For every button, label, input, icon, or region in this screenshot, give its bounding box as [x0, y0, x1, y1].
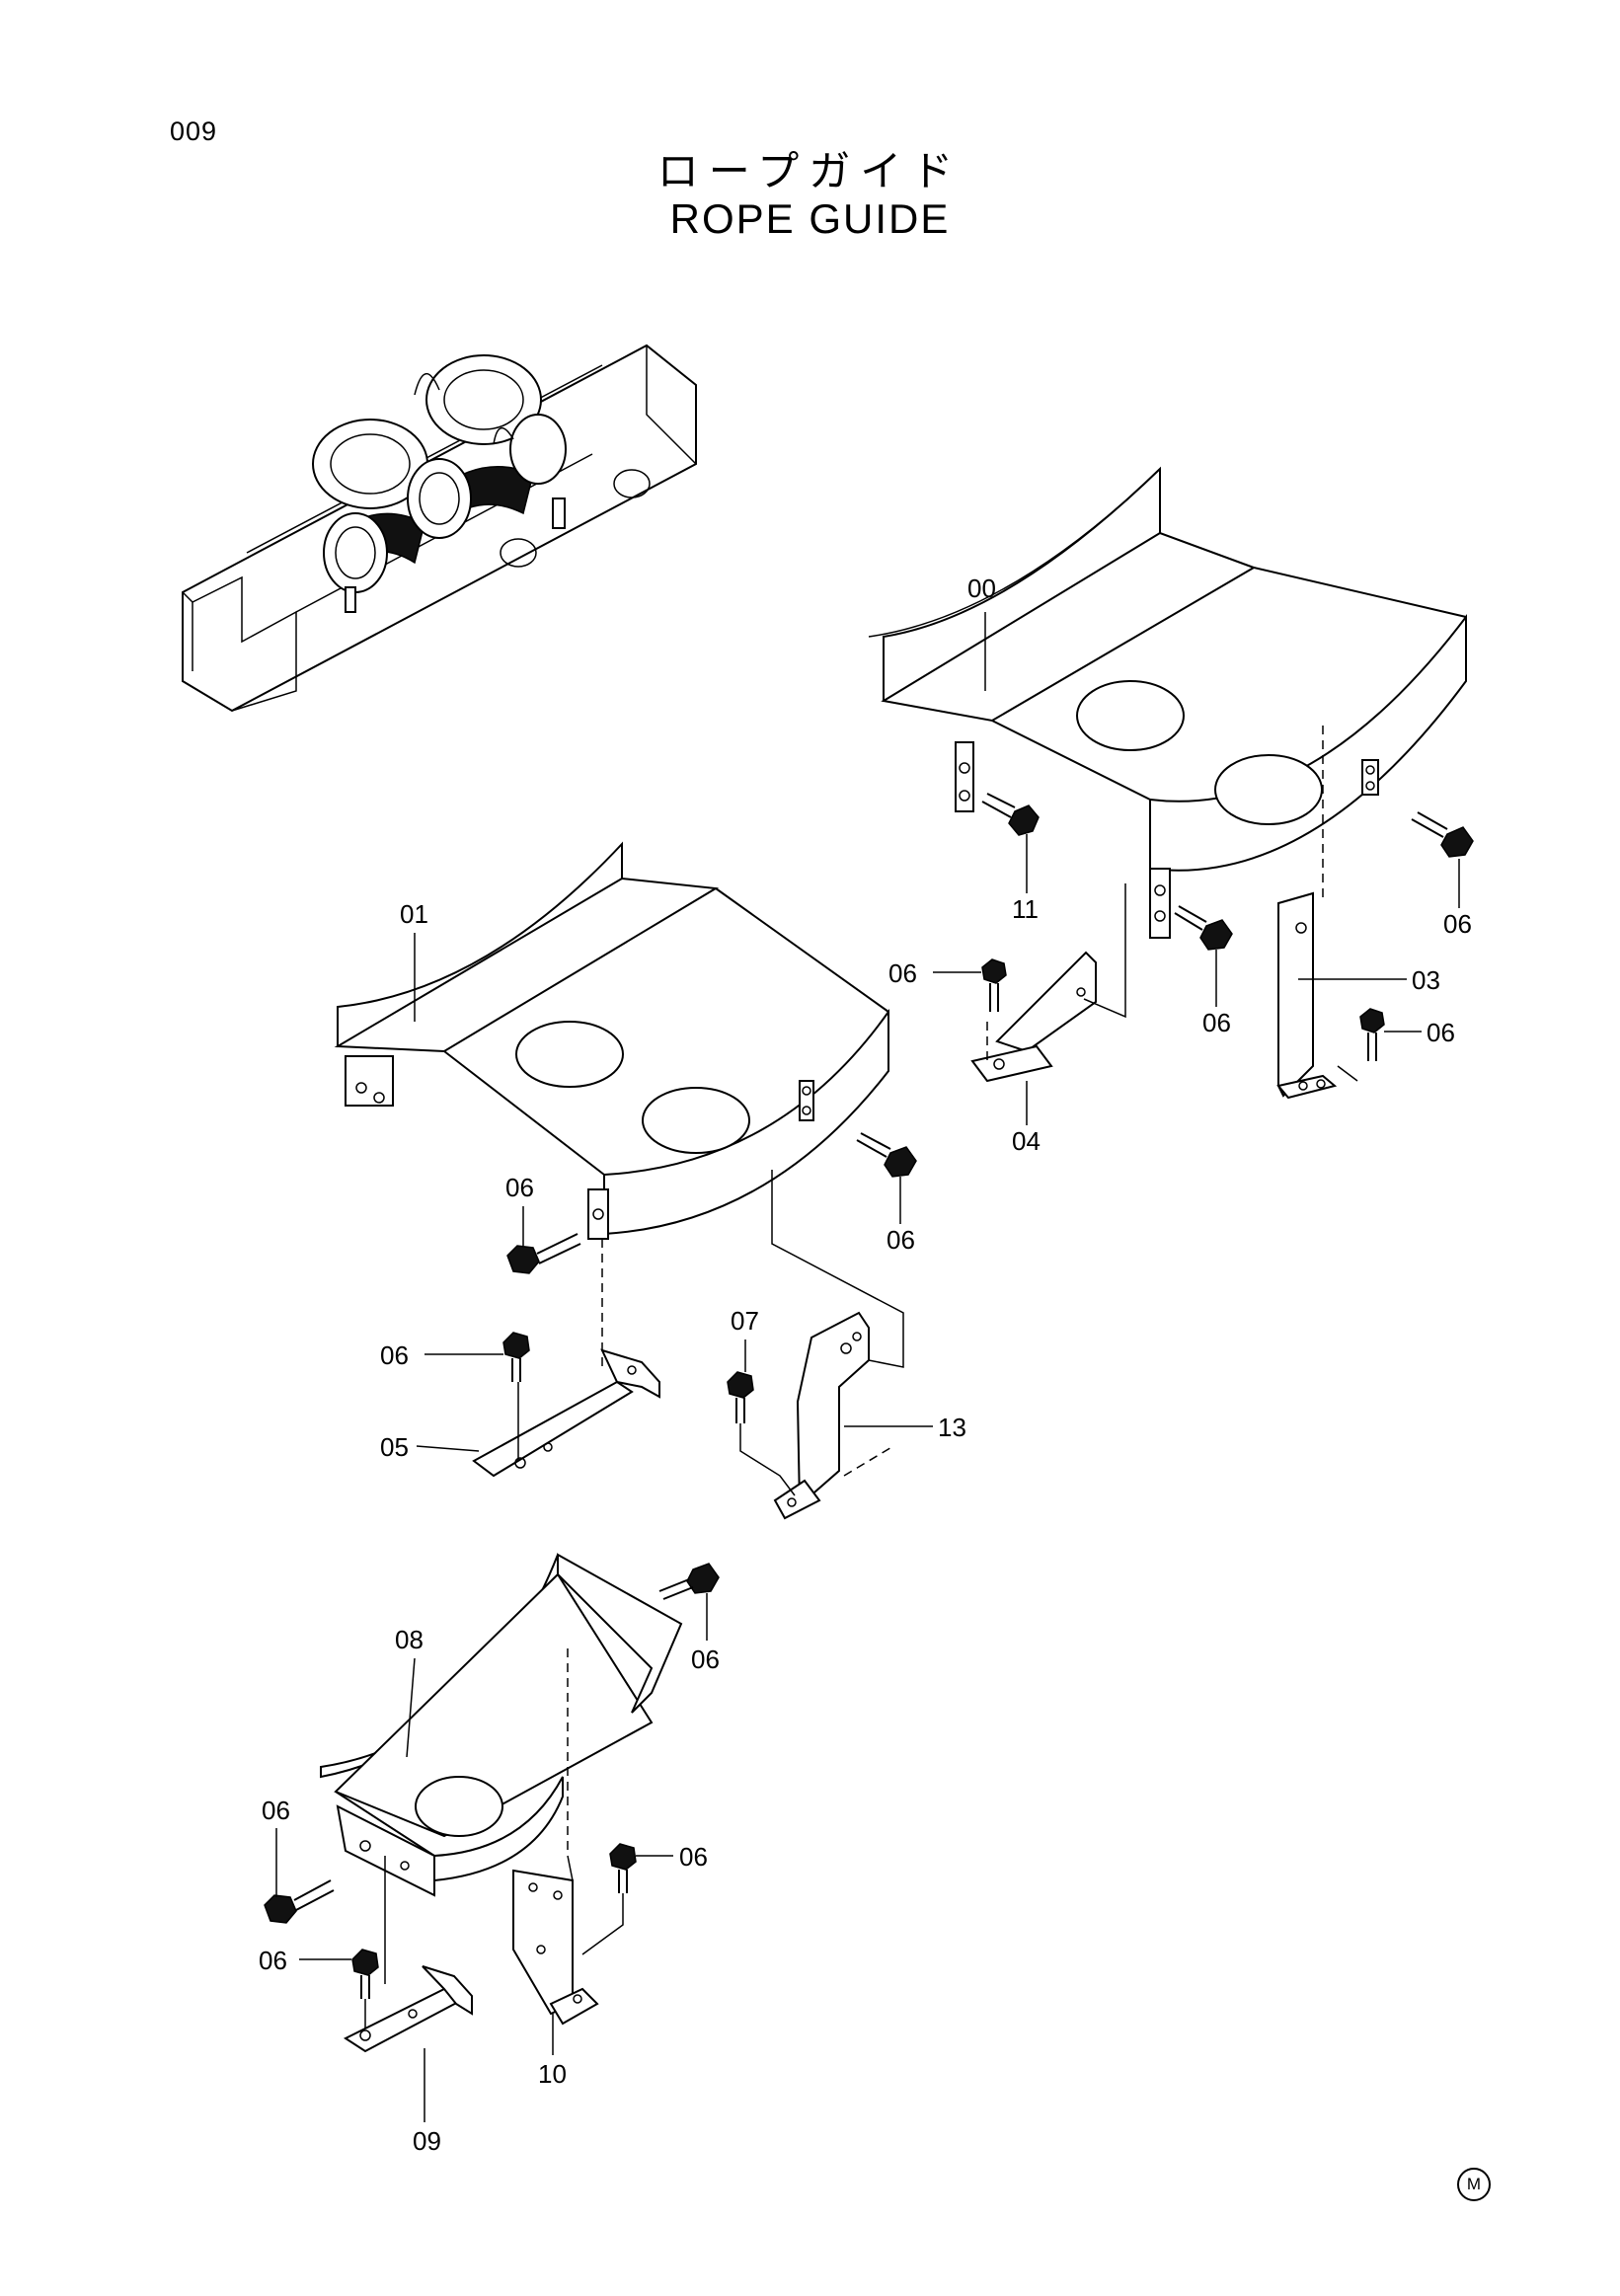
callout-06: 06	[1443, 909, 1472, 939]
bolt-08-left	[264, 1879, 335, 1924]
assembly-lines-lower	[364, 1648, 624, 2028]
title-english: ROPE GUIDE	[669, 195, 951, 242]
footer-mark: M	[1457, 2168, 1491, 2201]
callout-13: 13	[938, 1413, 966, 1442]
leader-lines	[275, 612, 1460, 2122]
bolt-03	[1359, 1008, 1385, 1061]
part-09-bracket	[343, 1965, 473, 2053]
assembly-lines-middle	[517, 1170, 904, 1496]
callout-06: 06	[259, 1946, 287, 1975]
callout-06: 06	[691, 1645, 720, 1674]
callout-06: 06	[1427, 1018, 1455, 1047]
callout-06: 06	[262, 1796, 290, 1825]
callout-04: 04	[1012, 1126, 1041, 1156]
title-japanese: ロープガイド	[656, 147, 964, 195]
part-04-bracket	[970, 951, 1097, 1083]
bolt-09-top	[351, 1949, 379, 1999]
part-03-bracket	[1276, 891, 1338, 1100]
bolt-07	[727, 1371, 754, 1423]
overview-assembly	[182, 344, 697, 713]
part-08-rope-guide	[320, 1553, 683, 1897]
bolt-01-right	[856, 1132, 917, 1178]
bolt-10-top	[609, 1843, 637, 1893]
callout-labels: 00 11 06 06 03 06 06 04 01 06 06 06 05 0…	[259, 574, 1472, 2156]
bolt-04-top	[981, 958, 1007, 1012]
callout-00: 00	[967, 574, 996, 603]
assembly-lines-upper	[986, 726, 1358, 1082]
part-00-rope-guide	[868, 466, 1467, 939]
callout-08: 08	[395, 1625, 424, 1654]
callout-07: 07	[731, 1306, 759, 1336]
callout-06: 06	[505, 1173, 534, 1202]
callout-01: 01	[400, 899, 428, 929]
bolt-00-right	[1411, 811, 1474, 858]
callout-06: 06	[887, 1225, 915, 1255]
bolt-05-top	[502, 1332, 530, 1382]
part-05-bracket	[472, 1348, 660, 1478]
callout-06: 06	[679, 1842, 708, 1872]
part-01-rope-guide	[334, 841, 889, 1240]
callout-09: 09	[413, 2126, 441, 2156]
callout-03: 03	[1412, 965, 1440, 995]
bolt-00-middle	[1174, 905, 1233, 951]
callout-10: 10	[538, 2059, 567, 2089]
callout-06: 06	[1202, 1008, 1231, 1037]
callout-06: 06	[888, 958, 917, 988]
bolt-11	[981, 793, 1040, 836]
bolt-08-top	[658, 1563, 720, 1600]
bolt-01-left	[506, 1233, 581, 1274]
callout-11: 11	[1012, 894, 1039, 924]
page-number: 009	[170, 116, 218, 146]
callout-05: 05	[380, 1432, 409, 1462]
part-13-bracket	[773, 1311, 870, 1520]
callout-06: 06	[380, 1340, 409, 1370]
part-10-bracket	[512, 1869, 599, 2026]
